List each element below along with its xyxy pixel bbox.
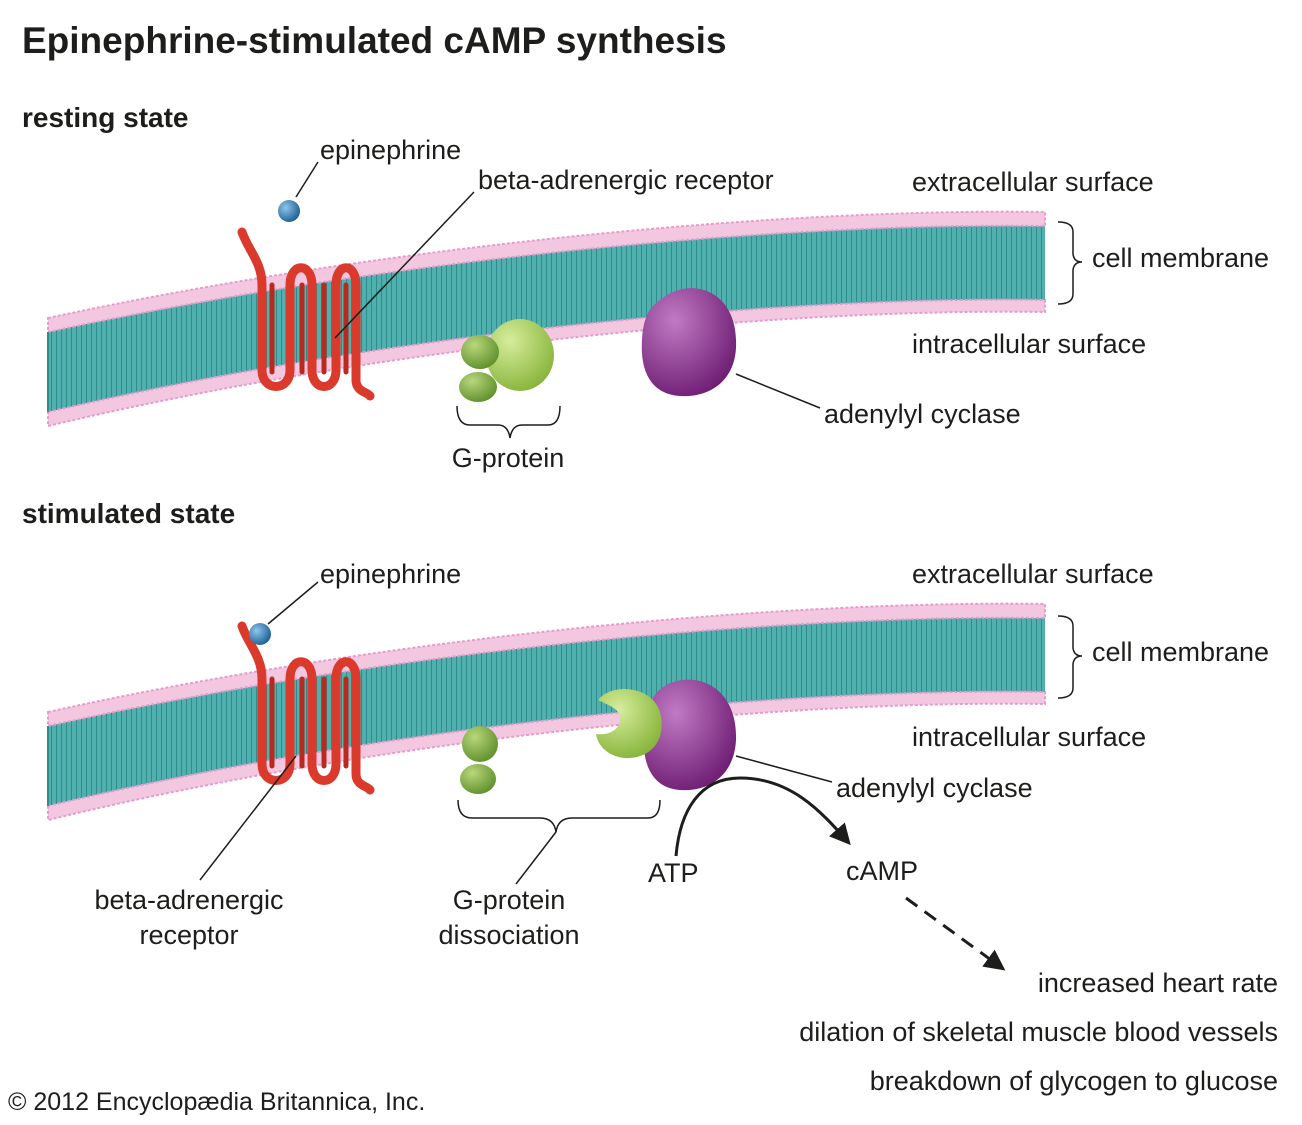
stimulated-receptor-label-line1: beta-adrenergic xyxy=(94,885,284,915)
effect-item: dilation of skeletal muscle blood vessel… xyxy=(799,1017,1278,1047)
resting-membrane xyxy=(47,210,1046,428)
resting-epinephrine-leader xyxy=(295,161,319,198)
stimulated-extracellular-label: extracellular surface xyxy=(912,559,1154,589)
resting-extracellular-label: extracellular surface xyxy=(912,167,1154,197)
stimulated-epinephrine-label: epinephrine xyxy=(320,559,462,589)
resting-receptor xyxy=(237,227,375,401)
g-protein-dissociation-line2: dissociation xyxy=(438,920,580,951)
resting-adenylyl-cyclase xyxy=(641,288,737,397)
effect-item: increased heart rate xyxy=(1037,968,1278,998)
camp-label: cAMP xyxy=(846,856,919,886)
stimulated-receptor-label-line2: receptor xyxy=(139,920,239,951)
resting-epinephrine-molecule xyxy=(278,200,300,222)
stimulated-g-protein-leader xyxy=(515,831,557,885)
stimulated-cyclase-label: adenylyl cyclase xyxy=(836,773,1033,803)
stimulated-membrane-bracket xyxy=(1057,615,1083,699)
resting-epinephrine-label: epinephrine xyxy=(320,135,462,165)
stimulated-epinephrine-leader xyxy=(267,581,319,625)
stimulated-receptor xyxy=(237,621,375,795)
stimulated-membrane xyxy=(47,602,1046,822)
copyright-notice: © 2012 Encyclopædia Britannica, Inc. xyxy=(8,1088,426,1116)
resting-intracellular-label: intracellular surface xyxy=(912,329,1147,359)
stimulated-epinephrine-molecule xyxy=(249,623,271,645)
resting-g-protein-label: G-protein xyxy=(451,443,565,473)
effect-item: breakdown of glycogen to glucose xyxy=(869,1066,1278,1096)
stimulated-g-alpha-subunit xyxy=(596,688,662,759)
resting-membrane-bracket xyxy=(1057,221,1083,305)
atp-to-camp-arrow xyxy=(674,776,851,857)
stimulated-cell-membrane-label: cell membrane xyxy=(1092,637,1270,667)
resting-receptor-leader xyxy=(334,191,475,339)
resting-receptor-label: beta-adrenergic receptor xyxy=(478,165,774,195)
resting-g-protein xyxy=(459,319,554,402)
stimulated-g-protein-brace xyxy=(457,799,661,833)
resting-state-heading: resting state xyxy=(22,102,189,133)
atp-label: ATP xyxy=(648,858,699,888)
stimulated-cyclase-leader xyxy=(735,755,833,783)
resting-g-protein-brace xyxy=(456,405,561,439)
stimulated-g-protein-subunits xyxy=(460,726,498,794)
camp-to-effects-arrow xyxy=(905,896,1006,971)
resting-cyclase-label: adenylyl cyclase xyxy=(824,399,1021,429)
stimulated-receptor-leader xyxy=(199,755,297,881)
stimulated-adenylyl-cyclase xyxy=(643,679,737,791)
stimulated-state-heading: stimulated state xyxy=(22,498,236,529)
resting-cell-membrane-label: cell membrane xyxy=(1092,243,1270,273)
g-protein-dissociation-line1: G-protein xyxy=(452,885,566,915)
resting-cyclase-leader xyxy=(735,373,821,409)
stimulated-receptor-label: beta-adrenergic receptor xyxy=(94,884,283,952)
g-protein-dissociation-label: G-protein dissociation xyxy=(438,884,579,952)
page-title: Epinephrine-stimulated cAMP synthesis xyxy=(22,20,727,61)
stimulated-intracellular-label: intracellular surface xyxy=(912,722,1147,752)
